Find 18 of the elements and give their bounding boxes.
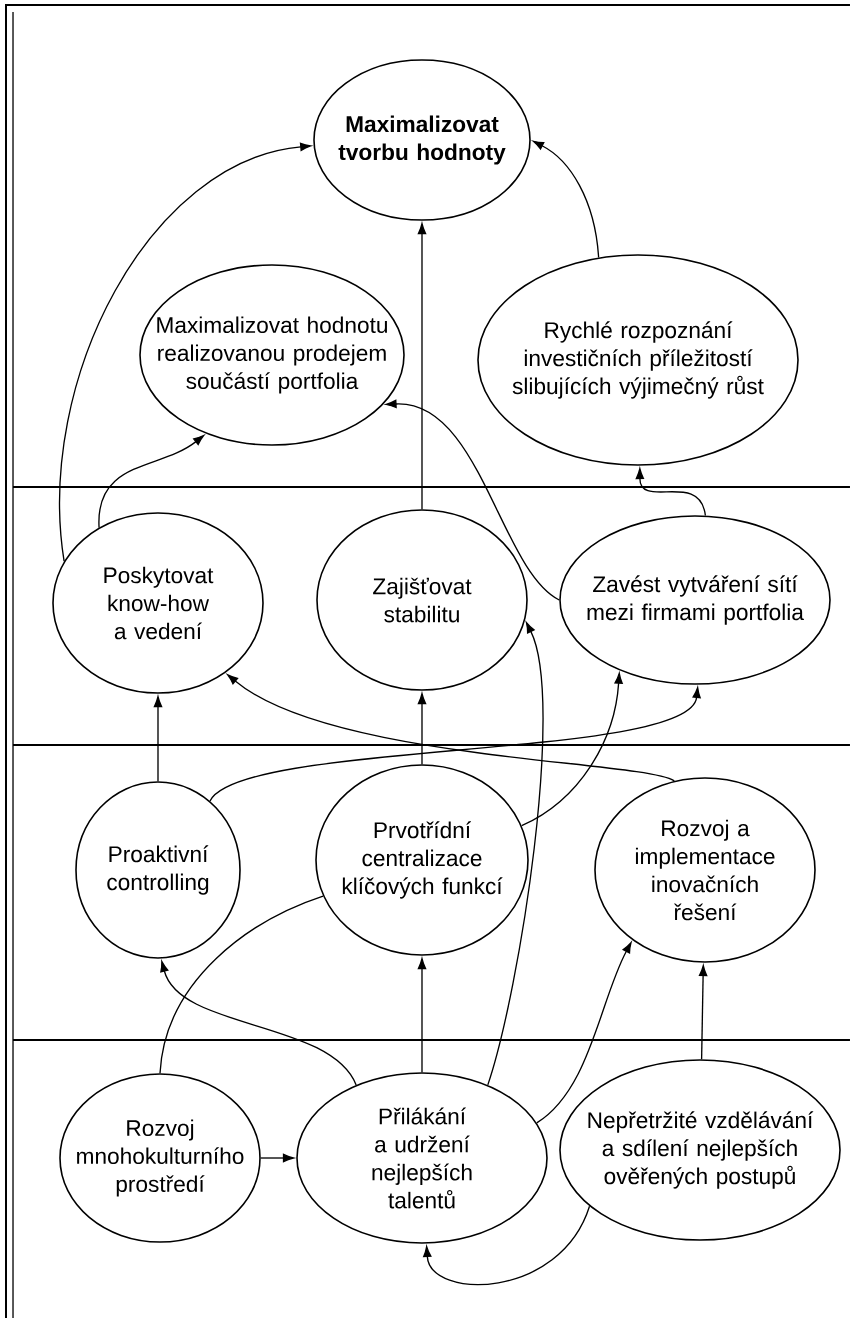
arrow bbox=[487, 622, 544, 1086]
arrow bbox=[536, 942, 632, 1124]
arrow bbox=[59, 142, 312, 562]
arrow bbox=[160, 960, 357, 1086]
arrow bbox=[153, 696, 163, 782]
arrow bbox=[417, 693, 427, 765]
arrow bbox=[635, 468, 707, 517]
arrow bbox=[227, 674, 675, 782]
arrow bbox=[698, 965, 708, 1060]
arrow bbox=[417, 958, 427, 1073]
arrow bbox=[385, 399, 560, 601]
arrow bbox=[209, 687, 701, 802]
arrow bbox=[532, 140, 600, 259]
arrow bbox=[423, 1205, 591, 1286]
arrow bbox=[260, 1153, 294, 1163]
arrow bbox=[521, 672, 623, 827]
arrow bbox=[417, 223, 427, 510]
arrow bbox=[98, 434, 205, 529]
